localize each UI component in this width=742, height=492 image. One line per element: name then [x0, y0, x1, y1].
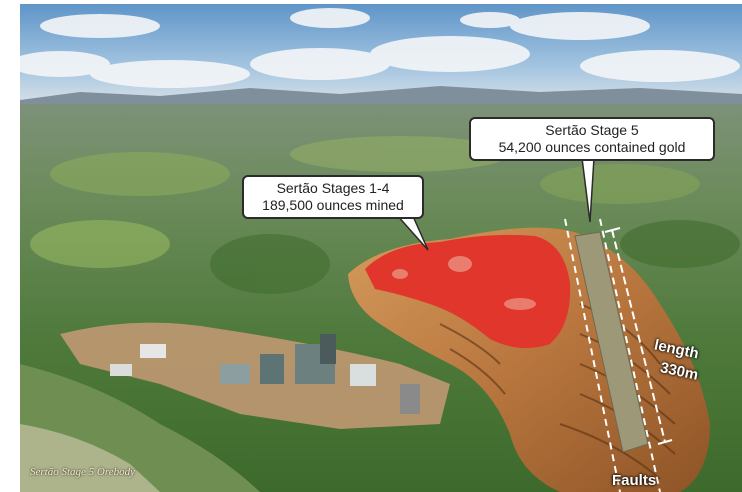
callout-stages-1-4-value: 189,500 ounces mined — [262, 197, 404, 213]
landscape-photo — [20, 4, 742, 492]
stage-5-orebody — [574, 231, 649, 453]
callout-stages-1-4: Sertão Stages 1-4 189,500 ounces mined — [242, 175, 424, 219]
plant-buildings — [110, 334, 420, 414]
fields — [30, 136, 740, 294]
stages-1-4-pit — [365, 234, 571, 348]
callout-stages-1-4-title: Sertão Stages 1-4 — [276, 180, 390, 196]
faults-label: Faults — [612, 472, 657, 489]
callout-stage-5-title: Sertão Stage 5 — [545, 122, 639, 138]
length-dimension-line — [611, 229, 666, 443]
fault-line-right — [599, 218, 661, 492]
callout-stage-5-value: 54,200 ounces contained gold — [498, 139, 686, 155]
photo-frame: Sertão Stages 1-4 189,500 ounces mined S… — [20, 4, 742, 492]
fault-line-left — [564, 218, 621, 492]
photo-caption: Sertão Stage 5 Orebody — [30, 466, 135, 478]
callout-stage-5: Sertão Stage 5 54,200 ounces contained g… — [469, 117, 715, 161]
clouds — [20, 8, 740, 88]
pit-highlights — [392, 256, 536, 310]
